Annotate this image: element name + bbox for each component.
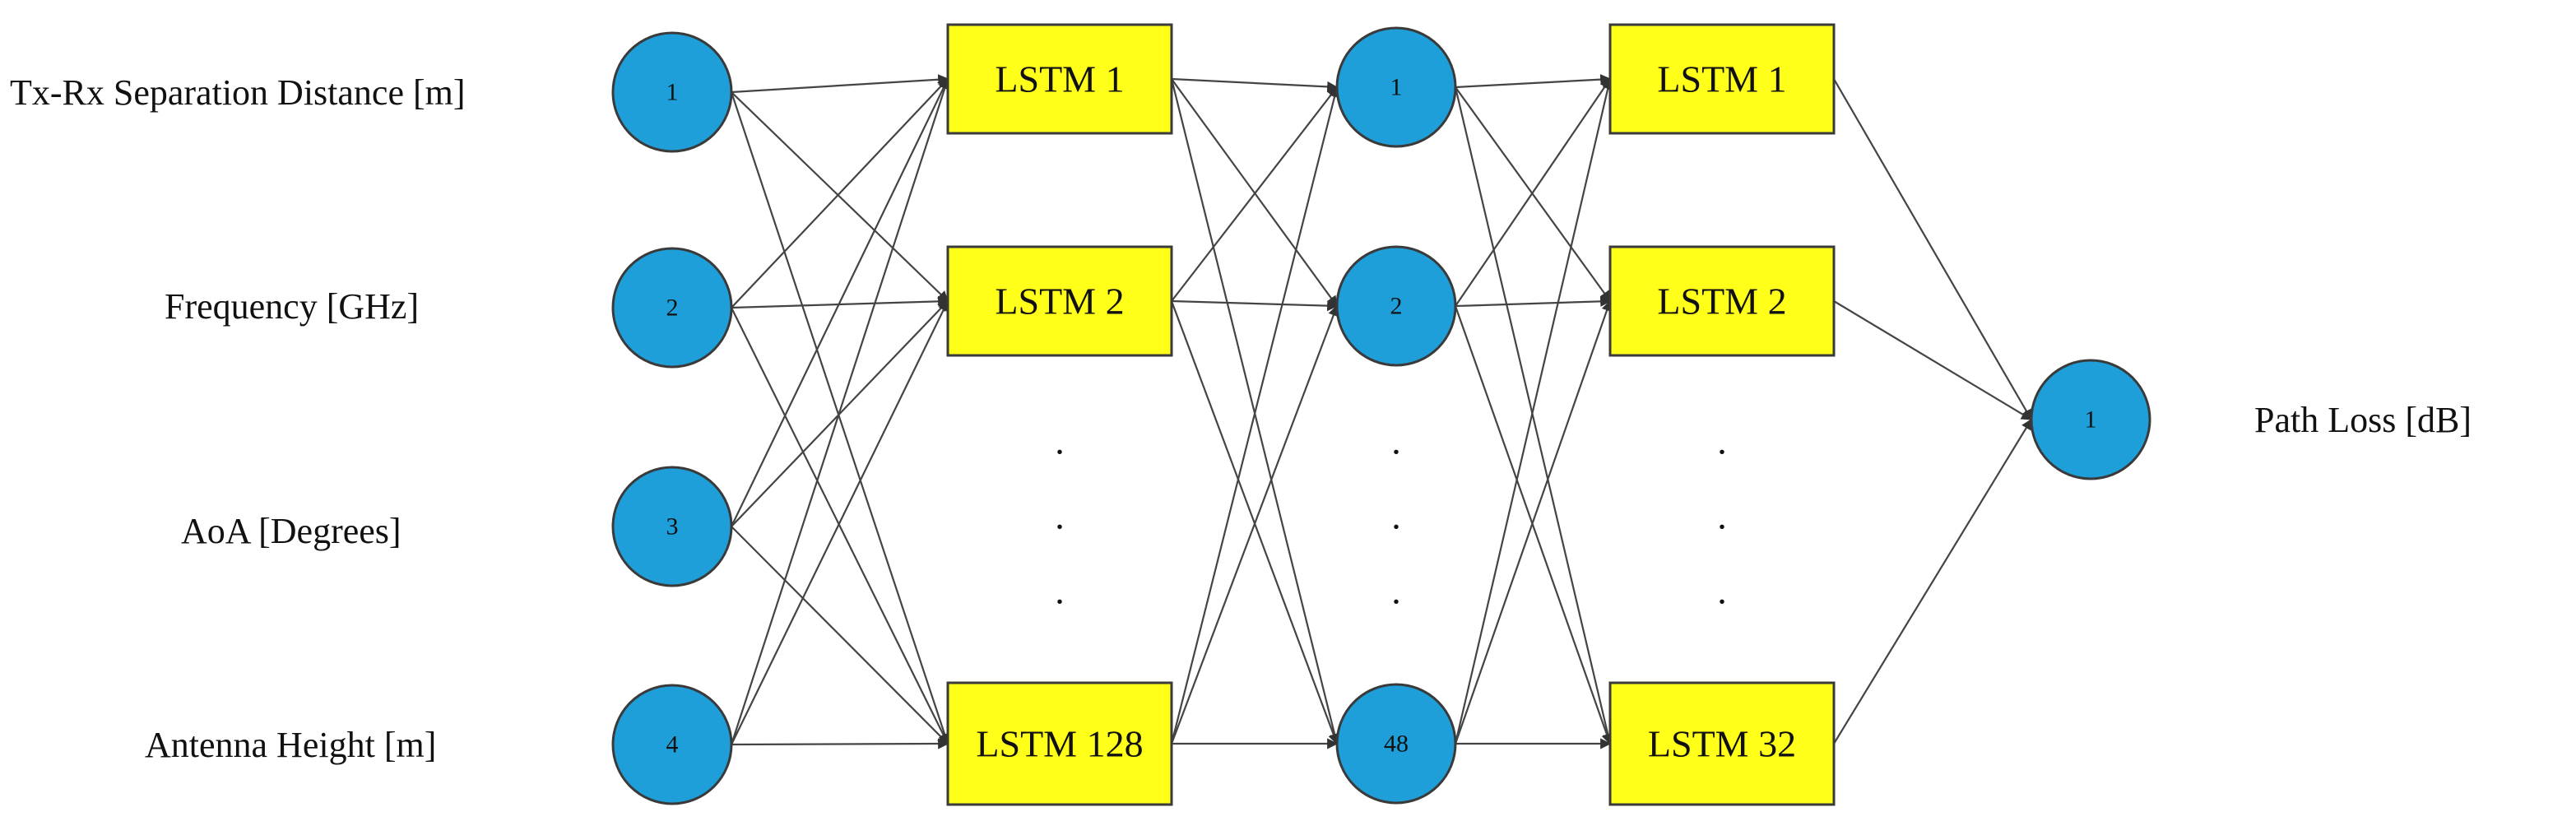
lstm1-unit-2: LSTM 2 xyxy=(946,245,1173,357)
edge-input-lstm1-6 xyxy=(731,77,949,527)
edge-lstm2-output-32 xyxy=(1833,418,2032,745)
hidden-ellipsis: . . . xyxy=(1391,420,1401,612)
lstm-layer-1: LSTM 1 LSTM 2 LSTM 128 . . . xyxy=(946,23,1173,806)
edge-lstm1-hidden-18 xyxy=(1170,86,1340,745)
edge-input-lstm1-2 xyxy=(730,91,950,745)
lstm2-ellipsis: . . . xyxy=(1717,420,1727,612)
edge-hidden-lstm2-27 xyxy=(1454,77,1613,745)
input-label-3: AoA [Degrees] xyxy=(181,511,401,551)
input-node-2-label: 2 xyxy=(666,295,679,322)
edge-input-lstm1-9 xyxy=(730,77,950,745)
lstm2-unit-32-label: LSTM 32 xyxy=(1648,723,1796,765)
input-layer: 1 2 3 4 xyxy=(611,31,733,805)
edge-lstm2-output-30 xyxy=(1833,78,2032,421)
edge-input-lstm1-1 xyxy=(731,91,949,302)
edge-lstm1-hidden-13 xyxy=(1171,78,1338,308)
lstm2-unit-32: LSTM 32 xyxy=(1608,681,1836,806)
hidden-node-2: 2 xyxy=(1335,245,1457,367)
lstm2-ellipsis-dot-2: . xyxy=(1717,495,1727,537)
edge-lstm1-hidden-19 xyxy=(1170,304,1339,745)
lstm1-unit-128: LSTM 128 xyxy=(946,681,1173,806)
lstm-layer-2: LSTM 1 LSTM 2 LSTM 32 . . . xyxy=(1608,23,1836,806)
hidden-node-1-label: 1 xyxy=(1390,74,1403,101)
edge-input-lstm1-0 xyxy=(731,74,949,94)
edge-hidden-lstm2-22 xyxy=(1455,86,1611,303)
lstm1-unit-2-label: LSTM 2 xyxy=(995,281,1124,322)
edge-input-lstm1-3 xyxy=(731,78,949,308)
lstm1-unit-1-label: LSTM 1 xyxy=(995,58,1124,100)
output-node: 1 xyxy=(2030,359,2151,480)
input-node-4: 4 xyxy=(611,684,733,805)
hidden-node-48: 48 xyxy=(1335,683,1457,805)
output-layer: 1 Path Loss [dB] xyxy=(2030,359,2472,480)
edge-hidden-lstm2-28 xyxy=(1454,299,1613,745)
edge-lstm1-hidden-12 xyxy=(1171,77,1339,93)
edge-hidden-lstm2-21 xyxy=(1455,74,1612,89)
lstm2-ellipsis-dot-1: . xyxy=(1717,420,1727,462)
lstm1-ellipsis-dot-3: . xyxy=(1055,570,1065,612)
input-label-4: Antenna Height [m] xyxy=(145,725,436,765)
hidden-node-1: 1 xyxy=(1335,26,1457,148)
input-label-2: Frequency [GHz] xyxy=(165,286,419,327)
hidden-node-2-label: 2 xyxy=(1390,293,1403,320)
output-label: Path Loss [dB] xyxy=(2254,400,2472,440)
hidden-ellipsis-dot-2: . xyxy=(1391,495,1401,537)
output-node-label: 1 xyxy=(2085,406,2097,434)
lstm2-ellipsis-dot-3: . xyxy=(1717,570,1727,612)
edge-hidden-lstm2-23 xyxy=(1454,86,1613,745)
lstm2-unit-1-label: LSTM 1 xyxy=(1657,58,1786,100)
lstm1-unit-128-label: LSTM 128 xyxy=(976,723,1143,765)
edge-lstm1-hidden-14 xyxy=(1170,78,1340,745)
lstm2-unit-2: LSTM 2 xyxy=(1608,245,1836,357)
edge-lstm1-hidden-15 xyxy=(1171,86,1338,302)
input-node-2: 2 xyxy=(611,247,733,369)
lstm1-unit-1: LSTM 1 xyxy=(946,23,1173,135)
hidden-node-48-label: 48 xyxy=(1384,731,1409,758)
edge-lstm2-output-31 xyxy=(1833,300,2033,420)
edge-hidden-lstm2-25 xyxy=(1455,295,1612,308)
hidden-ellipsis-dot-3: . xyxy=(1391,570,1401,612)
edge-input-lstm1-5 xyxy=(731,307,949,745)
input-node-4-label: 4 xyxy=(666,731,679,758)
input-node-1: 1 xyxy=(611,31,733,153)
lstm2-unit-2-label: LSTM 2 xyxy=(1657,281,1786,322)
lstm1-ellipsis: . . . xyxy=(1055,420,1065,612)
connection-edges xyxy=(730,74,2033,749)
edge-input-lstm1-11 xyxy=(731,738,949,749)
input-labels: Tx-Rx Separation Distance [m] Frequency … xyxy=(10,72,466,765)
edge-lstm1-hidden-16 xyxy=(1171,299,1339,312)
edge-input-lstm1-8 xyxy=(731,526,949,745)
input-node-3-label: 3 xyxy=(666,513,679,540)
hidden-ellipsis-dot-1: . xyxy=(1391,420,1401,462)
input-node-1-label: 1 xyxy=(666,79,679,106)
lstm1-ellipsis-dot-1: . xyxy=(1055,420,1065,462)
hidden-layer: 1 2 48 . . . xyxy=(1335,26,1457,805)
edge-hidden-lstm2-24 xyxy=(1455,77,1611,307)
input-label-1: Tx-Rx Separation Distance [m] xyxy=(10,72,466,113)
edge-input-lstm1-10 xyxy=(731,299,949,745)
lstm2-unit-1: LSTM 1 xyxy=(1608,23,1836,135)
lstm1-ellipsis-dot-2: . xyxy=(1055,495,1065,537)
input-node-3: 3 xyxy=(611,466,733,587)
